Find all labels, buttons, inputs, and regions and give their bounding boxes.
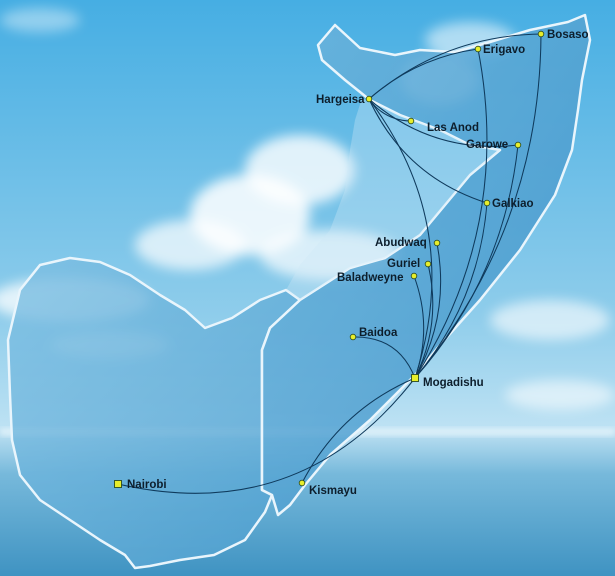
city-bosaso: Bosaso	[537, 29, 589, 41]
city-galkiao: Galkiao	[483, 198, 534, 210]
city-label-abudwaq: Abudwaq	[375, 237, 427, 249]
city-mogadishu: Mogadishu	[411, 374, 484, 389]
route-mogadishu-erigavo	[414, 48, 488, 379]
city-label-mogadishu: Mogadishu	[423, 377, 484, 389]
city-label-bosaso: Bosaso	[547, 29, 589, 41]
city-guriel: Guriel	[387, 258, 432, 270]
city-label-hargeisa: Hargeisa	[316, 94, 365, 106]
city-label-baidoa: Baidoa	[359, 327, 398, 339]
city-marker-baidoa	[349, 333, 357, 341]
city-label-galkiao: Galkiao	[492, 198, 534, 210]
route-mogadishu-nairobi	[117, 377, 416, 494]
city-label-nairobi: Nairobi	[127, 479, 167, 491]
city-marker-nairobi	[114, 480, 122, 488]
route-mogadishu-hargeisa	[368, 98, 433, 379]
city-label-erigavo: Erigavo	[483, 44, 525, 56]
city-label-baladweyne: Baladweyne	[337, 272, 403, 284]
city-marker-hargeisa	[365, 95, 373, 103]
city-baidoa: Baidoa	[349, 327, 398, 341]
city-marker-guriel	[424, 260, 432, 268]
city-marker-bosaso	[537, 30, 545, 38]
city-marker-baladweyne	[410, 272, 418, 280]
city-marker-kismayu	[298, 479, 306, 487]
city-marker-garowe	[514, 141, 522, 149]
city-label-las-anod: Las Anod	[427, 122, 479, 134]
city-marker-las-anod	[407, 117, 415, 125]
city-nairobi: Nairobi	[114, 479, 167, 491]
city-marker-galkiao	[483, 199, 491, 207]
route-mogadishu-baidoa	[352, 336, 416, 379]
city-baladweyne: Baladweyne	[337, 272, 418, 284]
city-label-kismayu: Kismayu	[309, 485, 357, 497]
city-marker-mogadishu	[411, 374, 419, 382]
city-erigavo: Erigavo	[474, 44, 525, 56]
city-hargeisa: Hargeisa	[316, 94, 373, 106]
city-label-guriel: Guriel	[387, 258, 420, 270]
city-label-garowe: Garowe	[466, 139, 508, 151]
city-abudwaq: Abudwaq	[375, 237, 441, 249]
city-kismayu: Kismayu	[298, 479, 357, 497]
city-marker-abudwaq	[433, 239, 441, 247]
route-mogadishu-abudwaq	[414, 242, 442, 379]
route-mogadishu-bosaso	[414, 33, 542, 379]
route-mogadishu-guriel	[414, 263, 434, 379]
route-mogadishu-garowe	[414, 144, 519, 379]
route-hargeisa-bosaso	[368, 33, 542, 100]
route-hargeisa-galkiao	[368, 98, 488, 204]
route-hargeisa-garowe	[368, 98, 519, 147]
ethiopia-region	[286, 98, 500, 300]
city-marker-erigavo	[474, 45, 482, 53]
city-las-anod: Las Anod	[407, 117, 479, 134]
route-hargeisa-las-anod	[368, 98, 412, 122]
city-garowe: Garowe	[466, 139, 522, 151]
route-mogadishu-kismayu	[301, 377, 416, 484]
route-lines	[117, 33, 542, 494]
